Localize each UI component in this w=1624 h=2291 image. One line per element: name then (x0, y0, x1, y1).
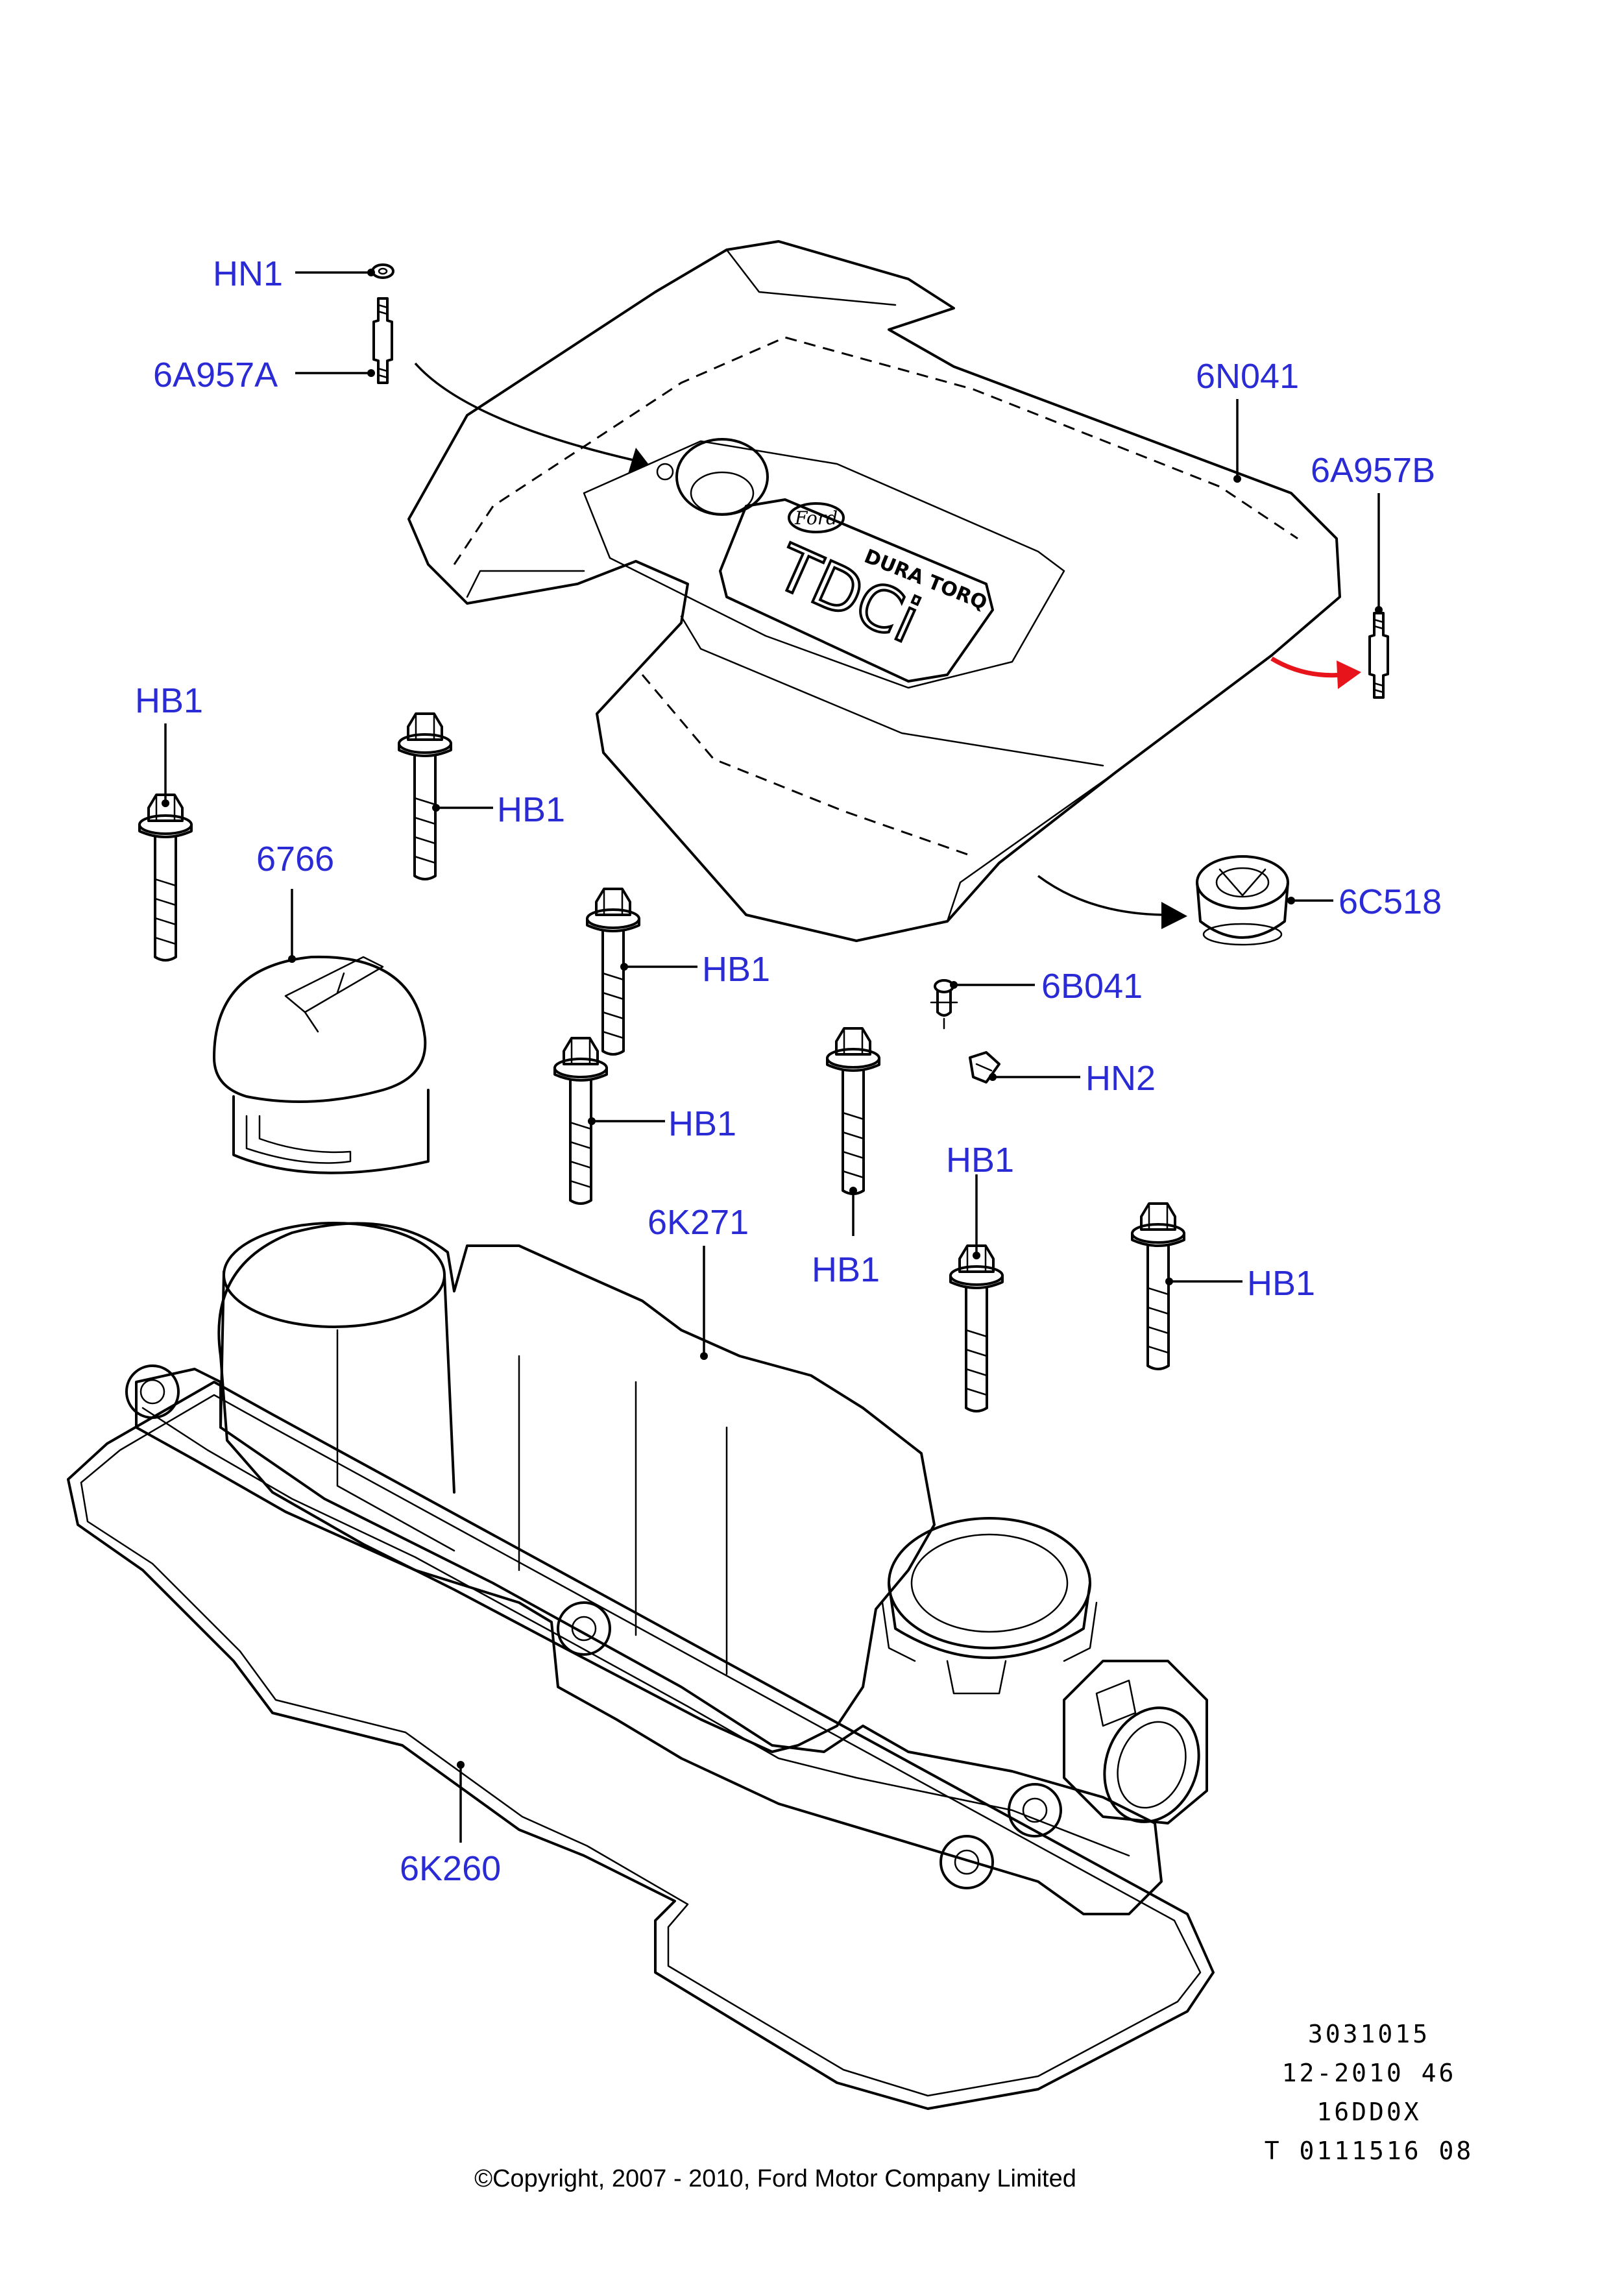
bolt-hb1-f (949, 1244, 1004, 1412)
stud-6a957b (1368, 612, 1389, 699)
gasket-6k260 (67, 1381, 1215, 2110)
arrow-to-cover (414, 362, 636, 462)
arrow-head-to-grommet (1161, 902, 1187, 929)
callout-6k271: 6K271 (648, 1203, 749, 1360)
stud-6a957a (372, 297, 393, 384)
bolt-hb1-g (1131, 1202, 1185, 1370)
cam-cover-6k271 (125, 1222, 1208, 1915)
callout-6766: 6766 (256, 840, 334, 963)
engine-cover: Ford DURA TORQ TDCi (407, 240, 1341, 942)
grommet-6c518 (1196, 855, 1289, 946)
callout-label-6k271: 6K271 (648, 1203, 749, 1242)
callout-hb1-e: HB1 (812, 1187, 880, 1289)
callout-hb1-f: HB1 (946, 1141, 1014, 1259)
callout-hn1: HN1 (213, 254, 375, 293)
callout-label-hb1-d: HB1 (668, 1104, 736, 1143)
callout-6c518: 6C518 (1287, 882, 1442, 921)
callout-label-6b041: 6B041 (1041, 967, 1143, 1006)
red-arrow-line (1270, 656, 1344, 678)
callout-label-hb1-f: HB1 (946, 1141, 1014, 1180)
callout-hb1-b: HB1 (432, 790, 565, 829)
callout-label-hn1: HN1 (213, 254, 283, 293)
reference-line-4: T 0111516 08 (1265, 2137, 1474, 2165)
bolt-hb1-c (586, 888, 640, 1056)
reference-line-1: 3031015 (1308, 2020, 1430, 2048)
callout-hb1-d: HB1 (588, 1104, 736, 1143)
callout-label-hb1-e: HB1 (812, 1250, 880, 1289)
callout-hb1-g: HB1 (1165, 1264, 1315, 1303)
callout-6n041: 6N041 (1196, 357, 1299, 483)
callout-label-hn2: HN2 (1085, 1059, 1156, 1098)
bolt-hb1-e (826, 1027, 880, 1195)
callout-6a957a: 6A957A (153, 356, 375, 394)
bolt-hb1-a (138, 794, 193, 962)
nut-hn1 (371, 263, 394, 279)
callout-label-6766: 6766 (256, 840, 334, 879)
callout-label-hb1-b: HB1 (497, 790, 565, 829)
callout-hb1-c: HB1 (620, 950, 770, 989)
callout-hb1-a: HB1 (135, 681, 203, 807)
reference-block: 3031015 12-2010 46 16DD0X T 0111516 08 (1265, 2020, 1474, 2165)
callout-label-6a957b: 6A957B (1311, 451, 1435, 490)
red-arrow-head (1337, 661, 1361, 689)
callout-6a957b: 6A957B (1311, 451, 1435, 614)
cover-logo-brand: Ford (794, 507, 838, 529)
reference-line-3: 16DD0X (1316, 2098, 1421, 2126)
callout-label-6c518: 6C518 (1339, 882, 1442, 921)
callout-label-6k260: 6K260 (400, 1849, 501, 1888)
callout-6b041: 6B041 (950, 967, 1143, 1006)
reference-line-2: 12-2010 46 (1282, 2059, 1457, 2087)
callout-6k260: 6K260 (400, 1761, 501, 1888)
callout-label-hb1-g: HB1 (1247, 1264, 1315, 1303)
callout-label-6n041: 6N041 (1196, 357, 1299, 396)
bolt-hb1-b (398, 712, 452, 880)
copyright-notice: ©Copyright, 2007 - 2010, Ford Motor Comp… (474, 2165, 1076, 2192)
oil-filler-cap-6766 (213, 955, 430, 1174)
callout-label-hb1-a: HB1 (135, 681, 203, 720)
callout-hn2: HN2 (989, 1059, 1156, 1098)
callout-label-hb1-c: HB1 (702, 950, 770, 989)
arrow-to-grommet (1037, 875, 1169, 916)
arrow-head-to-cover (628, 448, 649, 474)
callout-label-6a957a: 6A957A (153, 356, 278, 394)
